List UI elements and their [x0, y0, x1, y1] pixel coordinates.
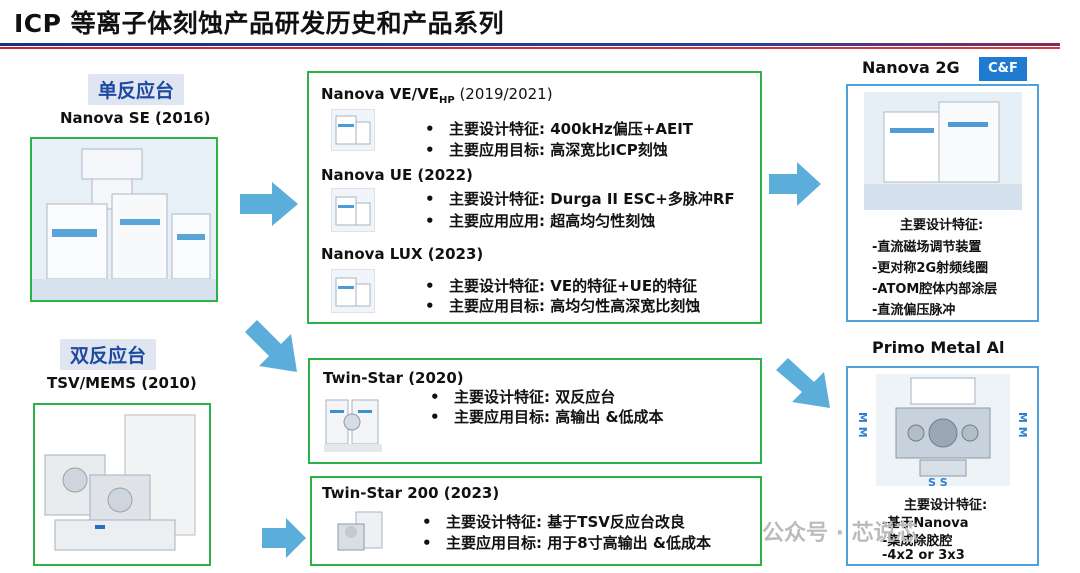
- arrow-right-icon: [769, 162, 821, 206]
- equipment-illustration: [324, 399, 382, 452]
- dual-stage-model: TSV/MEMS (2010): [47, 374, 197, 392]
- dual-stage-badge: 双反应台: [60, 339, 157, 370]
- nanova-2g-image: [864, 92, 1022, 210]
- page-title: ICP 等离子体刻蚀产品研发历史和产品系列: [14, 9, 505, 38]
- nanova-2g-box: 主要设计特征: -直流磁场调节装置 -更对称2G射频线圈 -ATOM腔体内部涂层…: [846, 84, 1039, 322]
- nanova-2g-feature-4: -直流偏压脉冲: [872, 303, 956, 318]
- nanova-ue-thumbnail: [331, 188, 375, 232]
- arrow-down-right-icon: [245, 320, 297, 372]
- tsv-mems-image: [33, 403, 211, 566]
- primo-feature-title: 主要设计特征:: [904, 498, 988, 513]
- module-label-right: M M: [1016, 412, 1029, 438]
- equipment-illustration: [335, 196, 371, 226]
- nanova-ve-title: Nanova VE/VEHP (2019/2021): [321, 85, 553, 106]
- twin-star-thumbnail: [322, 390, 384, 456]
- equipment-illustration: [335, 115, 371, 145]
- nanova-ue-target: •主要应用应用: 超高均匀性刻蚀: [425, 212, 656, 230]
- single-stage-model: Nanova SE (2016): [60, 109, 211, 127]
- nanova-2g-feature-title: 主要设计特征:: [900, 218, 984, 233]
- equipment-illustration: [337, 511, 383, 551]
- nanova-lux-thumbnail: [331, 269, 375, 313]
- primo-feature-3: -4x2 or 3x3: [882, 548, 965, 563]
- twin-star-200-box: Twin-Star 200 (2023) •主要设计特征: 基于TSV反应台改良…: [310, 476, 762, 566]
- nanova-2g-feature-2: -更对称2G射频线圈: [872, 261, 989, 276]
- twin-star-200-thumbnail: [334, 508, 386, 556]
- nanova-2g-title: Nanova 2G: [862, 58, 960, 77]
- equipment-illustration: [335, 277, 371, 307]
- twin-star-200-target: •主要应用目标: 用于8寸高输出 &低成本: [422, 534, 711, 552]
- arrow-down-right-icon: [776, 358, 830, 408]
- single-stage-badge: 单反应台: [88, 74, 185, 105]
- nanova-lux-feature: •主要设计特征: VE的特征+UE的特征: [425, 277, 698, 295]
- equipment-illustration: [32, 139, 216, 300]
- arrow-right-icon: [240, 182, 298, 226]
- primo-metal-box: M M M M S S 主要设计特征: -基于Nanova -集成除胶腔 -4x…: [846, 366, 1039, 566]
- nanova-series-box: Nanova VE/VEHP (2019/2021) •主要设计特征: 400k…: [307, 71, 762, 324]
- nanova-2g-feature-1: -直流磁场调节装置: [872, 240, 982, 255]
- nanova-ve-feature: •主要设计特征: 400kHz偏压+AEIT: [425, 120, 694, 138]
- nanova-lux-title: Nanova LUX (2023): [321, 245, 484, 263]
- nanova-ue-feature: •主要设计特征: Durga II ESC+多脉冲RF: [425, 190, 735, 208]
- twin-star-target: •主要应用目标: 高输出 &低成本: [430, 408, 664, 426]
- nanova-ve-thumbnail: [331, 109, 375, 151]
- nanova-ve-target: •主要应用目标: 高深宽比ICP刻蚀: [425, 141, 668, 159]
- twin-star-box: Twin-Star (2020) •主要设计特征: 双反应台 •主要应用目标: …: [308, 358, 762, 464]
- twin-star-200-feature: •主要设计特征: 基于TSV反应台改良: [422, 513, 685, 531]
- module-label-left: M M: [856, 412, 869, 438]
- nanova-se-image: [30, 137, 218, 302]
- cf-badge: C&F: [979, 57, 1027, 81]
- twin-star-title: Twin-Star (2020): [323, 369, 464, 387]
- primo-feature-2: -集成除胶腔: [882, 534, 953, 549]
- primo-metal-title: Primo Metal Al: [872, 338, 1005, 357]
- watermark-text: 公众号 · 芯说芯: [762, 521, 918, 546]
- primo-feature-1: -基于Nanova: [882, 516, 969, 531]
- nanova-2g-feature-3: -ATOM腔体内部涂层: [872, 282, 998, 297]
- primo-metal-diagram: [876, 374, 1010, 486]
- equipment-illustration: [44, 414, 196, 551]
- module-label-bottom: S S: [928, 476, 948, 489]
- arrow-right-icon: [262, 518, 306, 558]
- twin-star-feature: •主要设计特征: 双反应台: [430, 388, 616, 406]
- nanova-lux-target: •主要应用目标: 高均匀性高深宽比刻蚀: [425, 297, 701, 315]
- nanova-ue-title: Nanova UE (2022): [321, 166, 473, 184]
- twin-star-200-title: Twin-Star 200 (2023): [322, 484, 500, 502]
- title-divider: [0, 43, 1060, 49]
